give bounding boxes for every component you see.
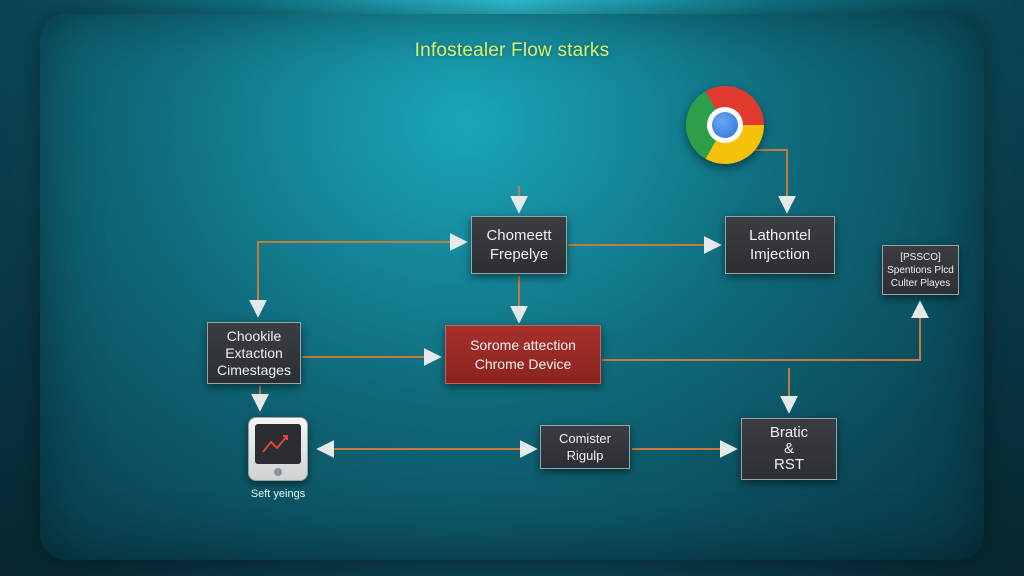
node-pssco-line-3: Culter Playes — [890, 277, 951, 289]
connector-chrome-to-lathontel — [752, 149, 796, 214]
node-chookile[interactable]: Chookile Extaction Cimestages — [207, 322, 301, 384]
node-chomeett-line-1: Chomeett — [486, 227, 552, 244]
node-lathontel-line-2: Imjection — [749, 246, 811, 263]
chrome-logo-icon — [686, 86, 764, 164]
connector-chome-to-chookie — [249, 233, 468, 318]
node-pssco-line-1: [PSSCO] — [900, 251, 941, 263]
node-pssco-line-2: Spentions Plcd — [887, 264, 954, 276]
node-chomeett-line-2: Frepelye — [489, 246, 549, 263]
node-chookile-line-2: Extaction — [225, 344, 283, 361]
node-sorome-attection[interactable]: Sorome attection Chrome Device — [445, 325, 601, 384]
node-pssco[interactable]: [PSSCO] Spentions Plcd Culter Playes — [882, 245, 959, 295]
node-bratic-line-2: & — [783, 440, 794, 457]
node-lathontel-line-1: Lathontel — [749, 227, 811, 244]
node-comister-line-2: Rigulp — [566, 448, 604, 463]
diagram-title: Infostealer Flow starks — [414, 40, 610, 61]
node-comister-line-1: Comister — [558, 431, 611, 446]
node-chomeett[interactable]: Chomeett Frepelye — [471, 216, 567, 274]
node-chookile-line-1: Chookile — [226, 327, 282, 344]
node-sorome-line-1: Sorome attection — [470, 336, 576, 353]
connector-sorome-to-pssco — [602, 300, 929, 361]
node-bratic[interactable]: Bratic & RST — [741, 418, 837, 480]
node-comister[interactable]: Comister Rigulp — [540, 425, 630, 469]
tablet-chart-icon — [248, 417, 308, 481]
node-lathontel[interactable]: Lathontel Imjection — [725, 216, 835, 274]
node-bratic-line-1: Bratic — [769, 424, 809, 441]
node-chookile-line-3: Cimestages — [217, 361, 291, 378]
node-bratic-line-3: RST — [774, 456, 804, 473]
node-sorome-line-2: Chrome Device — [474, 355, 572, 372]
device-caption: Seft yeings — [250, 488, 306, 500]
